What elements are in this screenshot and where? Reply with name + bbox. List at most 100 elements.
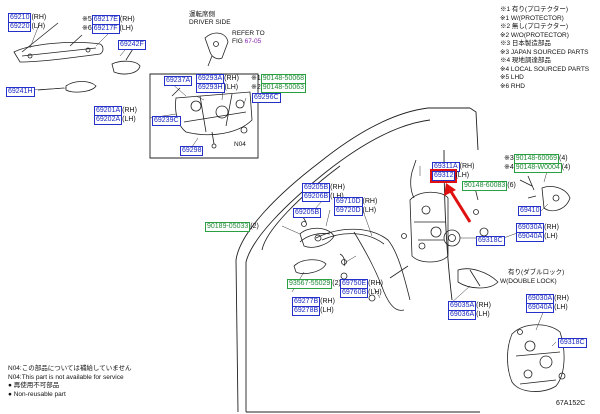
part-label-69760B[interactable]: 69760B(LH) <box>340 288 382 298</box>
part-code[interactable]: 69278B <box>292 306 321 316</box>
part-label-69242F[interactable]: 69242F <box>118 40 146 50</box>
driver-side-rod-art <box>204 32 229 60</box>
part-label-69298[interactable]: 69298 <box>180 146 204 156</box>
double-lock-en: W(DOUBLE LOCK) <box>500 278 557 285</box>
note-prefix: ※4 <box>504 164 514 171</box>
part-code[interactable]: 69318C <box>558 338 587 348</box>
side-suffix: (RH) <box>31 14 47 21</box>
side-suffix: (RH) <box>119 16 135 23</box>
side-suffix: (RH) <box>320 298 335 305</box>
legend-line: ※6 RHD <box>500 82 525 90</box>
side-suffix: (RH) <box>362 198 378 205</box>
legend-line: ※4 LOCAL SOURCED PARTS <box>500 65 590 73</box>
protector-art <box>457 268 499 289</box>
part-code[interactable]: 69217F <box>91 24 120 34</box>
side-suffix: (LH) <box>362 207 377 214</box>
part-code[interactable]: 69239C <box>152 116 181 126</box>
n04-marker: N04 <box>234 141 246 148</box>
note-nonreusable-jp: ● 再使用不可部品 <box>8 382 60 389</box>
note-prefix: ※3 <box>504 155 514 162</box>
part-code[interactable]: 93567-55029 <box>287 279 333 289</box>
part-label-69040A[interactable]: 69040A(LH) <box>516 232 558 242</box>
legend-line: ※5 LHD <box>500 74 524 81</box>
part-code-highlighted[interactable]: 69312 <box>429 169 458 183</box>
qty-suffix: (4) <box>559 155 568 162</box>
figure-code: 67A152C <box>556 400 586 407</box>
fig-link[interactable]: 67-05 <box>244 38 262 45</box>
door-outline <box>235 107 470 413</box>
part-label-69237A[interactable]: 69237A <box>164 76 193 86</box>
part-code[interactable]: 69720D <box>334 206 363 216</box>
part-label-69720D[interactable]: 69720D(LH) <box>334 206 376 216</box>
legend: ※1 有り(プロテクター) ※1 W/(PROTECTOR) ※2 無し(プロテ… <box>500 6 589 91</box>
part-code[interactable]: 69318C <box>476 236 505 246</box>
outside-handle-art <box>13 42 104 63</box>
double-lock-latch-art <box>507 324 565 392</box>
part-code[interactable]: 69040A <box>516 232 545 242</box>
part-label-93567-55029[interactable]: 93567-55029(2) <box>287 279 341 289</box>
side-suffix: (LH) <box>368 289 382 296</box>
notes: N04:この部品については補給していません N04:This part is n… <box>8 365 132 399</box>
part-code[interactable]: 69205B <box>293 208 322 218</box>
legend-line: ※1 有り(プロテクター) <box>500 6 568 13</box>
part-label-69040A-2[interactable]: 69040A(LH) <box>526 303 568 313</box>
part-label-69293H[interactable]: 69293H(LH) <box>196 83 238 93</box>
legend-line: ※4 現地調達部品 <box>500 57 551 64</box>
part-label-69205B-2[interactable]: 69205B <box>293 208 322 218</box>
part-code[interactable]: 69298 <box>180 146 204 156</box>
qty-suffix: (6) <box>507 182 516 189</box>
part-label-69206B[interactable]: 69206B(LH) <box>302 192 344 202</box>
part-code[interactable]: 69220 <box>8 22 32 32</box>
part-label-90189-05033[interactable]: 90189-05033(2) <box>205 222 259 232</box>
part-code[interactable]: 69237A <box>164 76 193 86</box>
part-label-69318C[interactable]: 69318C <box>476 236 505 246</box>
side-suffix: (LH) <box>119 25 134 32</box>
note-nonreusable-en: ● Non-reusable part <box>8 390 66 398</box>
highlight-arrow <box>448 189 472 223</box>
handle-pad-art <box>65 81 97 93</box>
part-label-69278B[interactable]: 69278B(LH) <box>292 306 334 316</box>
part-code[interactable]: 90189-05033 <box>205 222 251 232</box>
part-label-69239C[interactable]: 69239C <box>152 116 181 126</box>
refer-fig[interactable]: FIG 67-05 <box>232 38 261 47</box>
part-code[interactable]: 90148-50063 <box>260 83 307 93</box>
side-suffix: (RH) <box>554 295 569 302</box>
part-label-69410[interactable]: 69410 <box>518 206 542 216</box>
part-label-69318C-2[interactable]: 69318C <box>558 338 587 348</box>
part-label-69296C[interactable]: 69296C <box>252 93 281 103</box>
part-code[interactable]: 69206B <box>302 192 331 202</box>
part-code[interactable]: 69293H <box>196 83 225 93</box>
part-label-69202A[interactable]: 69202A(LH) <box>94 115 136 125</box>
part-code[interactable]: 69036A <box>448 310 477 320</box>
part-label-90148-60083[interactable]: 90148-60083(6) <box>462 181 516 191</box>
side-suffix: (RH) <box>544 224 559 231</box>
part-code[interactable]: 69202A <box>94 115 123 125</box>
part-code[interactable]: 90148-60083 <box>462 181 508 191</box>
part-code[interactable]: 90148-W0004 <box>513 163 562 173</box>
part-code[interactable]: 69040A <box>526 303 555 313</box>
qty-suffix: (2) <box>250 223 259 230</box>
driver-side-en: DRIVER SIDE <box>189 19 231 26</box>
note-prefix: ※5 <box>82 16 92 23</box>
legend-line: ※3 JAPAN SOURCED PARTS <box>500 48 589 56</box>
handle-cover-art <box>111 60 141 75</box>
part-code[interactable]: 69241H <box>6 87 35 97</box>
part-label-69220[interactable]: 69220(LH) <box>8 22 45 32</box>
part-label-69036A[interactable]: 69036A(LH) <box>448 310 490 320</box>
part-code[interactable]: 69760B <box>340 288 369 298</box>
note-n04-jp: N04:この部品については補給していません <box>8 365 132 372</box>
legend-line: ※3 日本製造部品 <box>500 40 551 47</box>
driver-side-jp: 運転席側 <box>189 11 215 18</box>
note-n04-en: N04:This part is not available for servi… <box>8 373 124 381</box>
part-code[interactable]: 69410 <box>518 206 542 216</box>
part-label-69241H[interactable]: 69241H <box>6 87 35 97</box>
part-code[interactable]: 69242F <box>118 40 146 50</box>
door-lock-latch-art <box>409 191 449 263</box>
part-code[interactable]: 69296C <box>252 93 281 103</box>
part-label-69312[interactable]: 69312(LH) <box>429 169 469 183</box>
